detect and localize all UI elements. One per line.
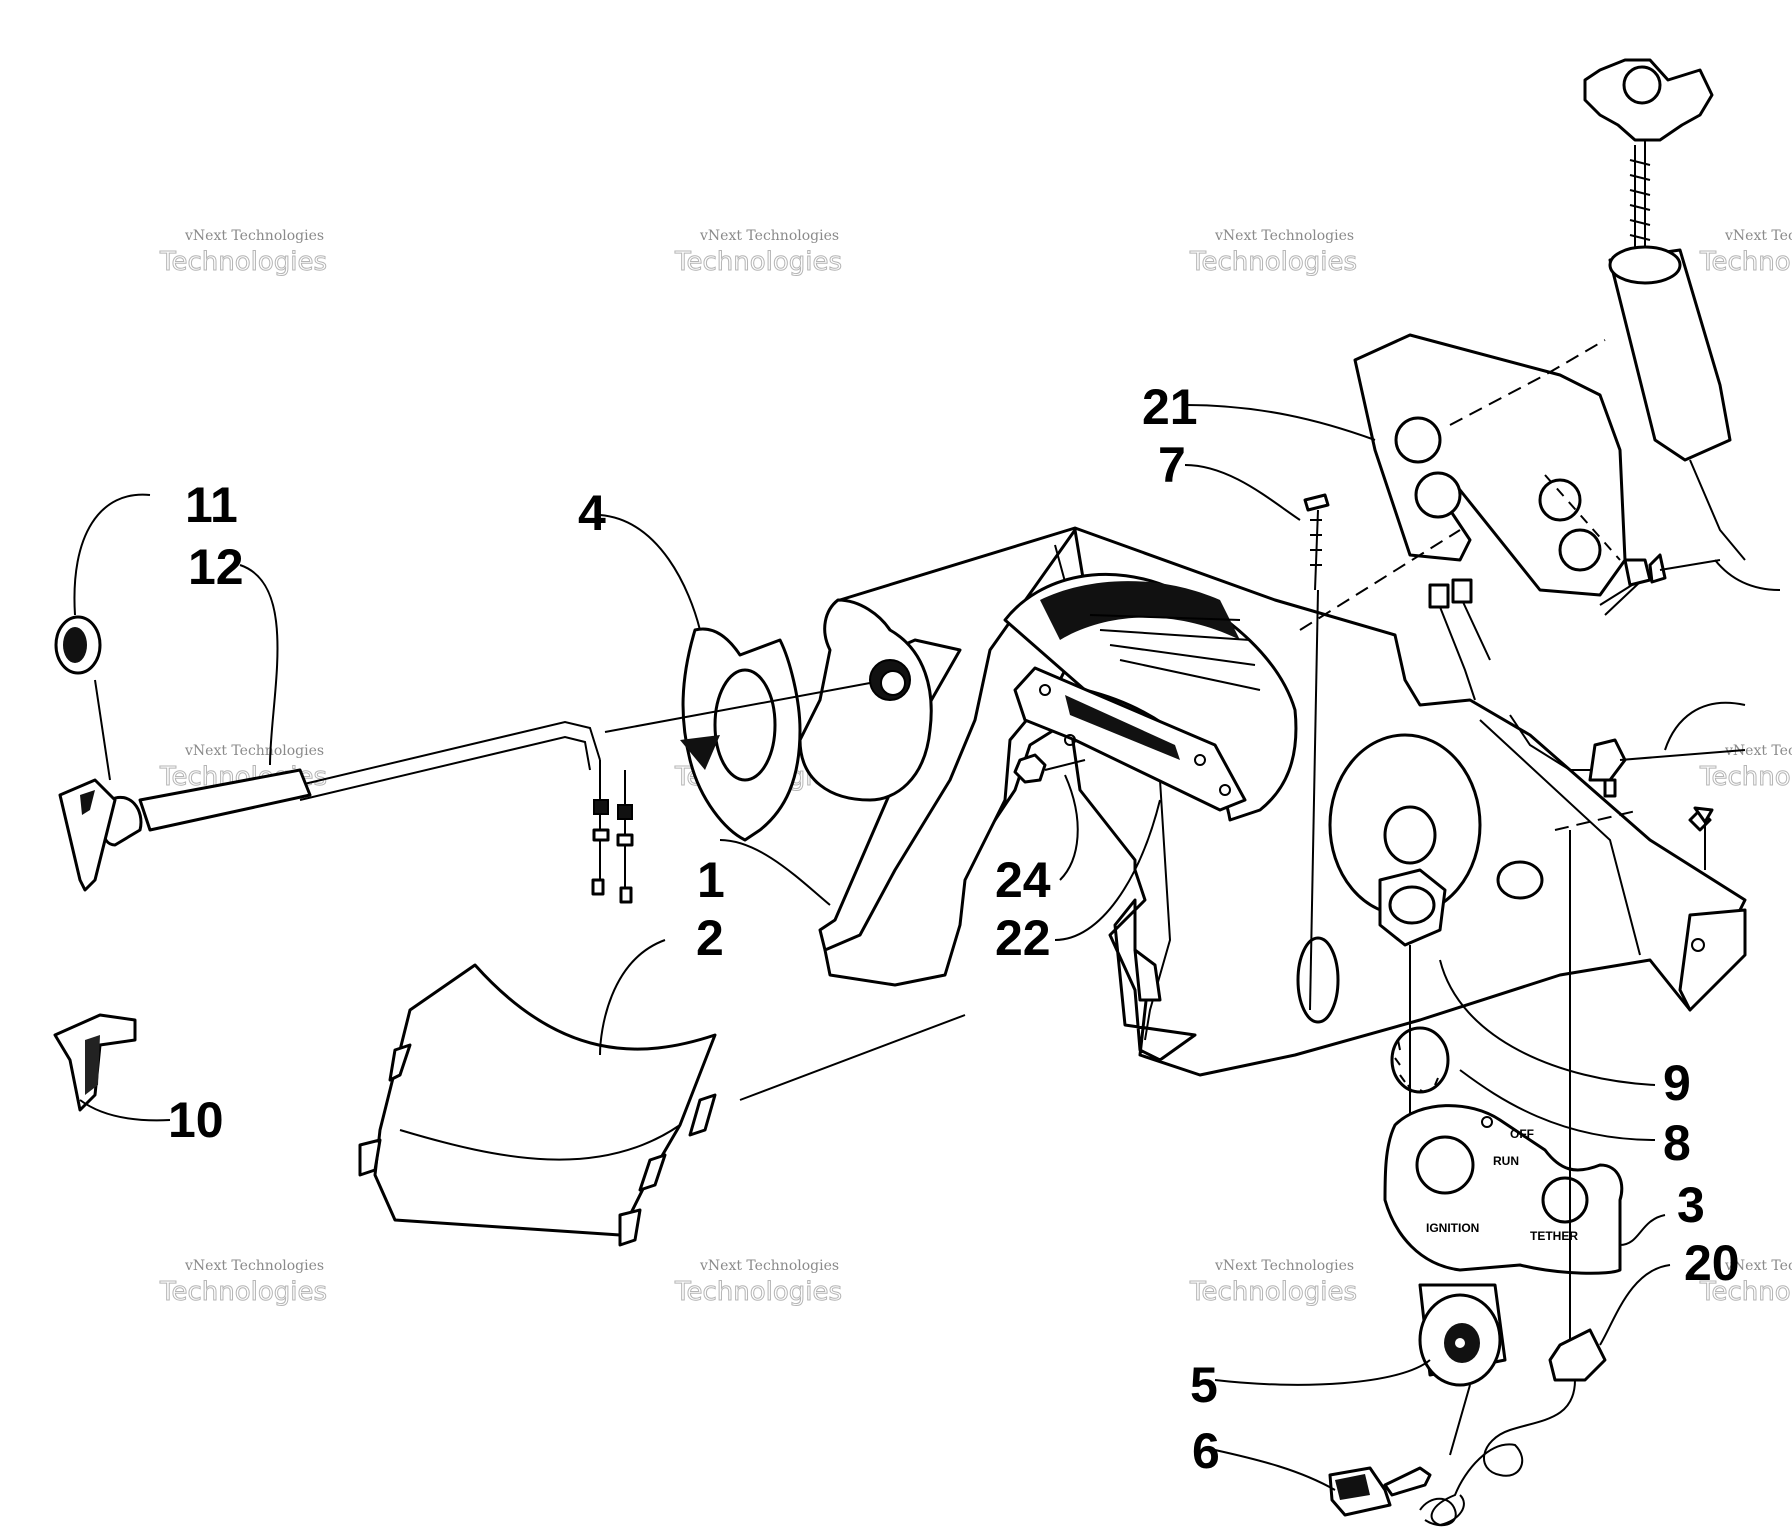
cable-assembly	[54, 615, 871, 904]
steering-damper	[1583, 58, 1746, 561]
callout-21: 21	[1142, 379, 1198, 435]
watermark-text: vNext Technologies	[184, 228, 324, 244]
watermark-text: Technologies	[1699, 247, 1792, 277]
watermark: vNext Technologies Technologies	[1189, 1258, 1358, 1308]
watermark: vNext Technologies Technologies	[159, 1258, 328, 1308]
callout-5: 5	[1190, 1357, 1218, 1413]
console-housing	[798, 526, 1747, 1077]
tether-switch	[1419, 1328, 1607, 1527]
watermark: vNext Technologies Technologies	[674, 1258, 843, 1308]
callout-1: 1	[697, 852, 725, 908]
watermark-text: Technologies	[159, 1277, 327, 1307]
hex-nut	[1013, 753, 1086, 784]
watermark-text: Technologies	[159, 247, 327, 277]
callout-2: 2	[696, 910, 724, 966]
callout-11: 11	[185, 477, 238, 533]
watermark-text: Technologies	[1699, 762, 1792, 792]
callout-12: 12	[188, 539, 244, 595]
small-screw	[1693, 806, 1714, 870]
watermark: vNext Technologies Technologies	[1699, 1258, 1792, 1308]
watermark-text: vNext Technologies	[1214, 228, 1354, 244]
callout-4: 4	[578, 485, 606, 541]
watermark-text: vNext Technologies	[184, 743, 324, 759]
watermark-text: vNext Technologies	[184, 1258, 324, 1274]
watermark: vNext Technologies Technologies	[1699, 743, 1792, 793]
watermark-text: vNext Technologies	[1214, 1258, 1354, 1274]
ignition-key	[1328, 1384, 1471, 1517]
watermark-text: Technologies	[1189, 247, 1357, 277]
watermark-text: vNext Technologies	[699, 1258, 839, 1274]
watermark: vNext Technologies Technologies	[674, 228, 843, 278]
panel-tether-text: TETHER	[1530, 1229, 1578, 1243]
connector-harness	[1428, 553, 1781, 832]
watermark-text: Technologies	[1699, 1277, 1792, 1307]
callout-6: 6	[1192, 1423, 1220, 1479]
ignition-switch	[1418, 1283, 1507, 1387]
mount-bracket	[1353, 333, 1627, 597]
screw	[1303, 493, 1330, 1011]
watermark-text: Technologies	[1189, 1277, 1357, 1307]
nut	[1378, 868, 1447, 947]
lower-cover	[358, 963, 966, 1247]
leader-lines	[73, 404, 1746, 1491]
watermark-text: vNext Technologies	[699, 228, 839, 244]
panel-run-text: RUN	[1493, 1154, 1519, 1168]
callout-3: 3	[1677, 1177, 1705, 1233]
callout-20: 20	[1684, 1235, 1740, 1291]
watermark: vNext Technologies Technologies	[159, 228, 328, 278]
watermark-text: vNext Technologies	[1724, 743, 1792, 759]
callout-9: 9	[1663, 1055, 1691, 1111]
panel-ignition-text: IGNITION	[1426, 1221, 1479, 1235]
watermark: vNext Technologies Technologies	[1699, 228, 1792, 278]
bolt	[1599, 558, 1652, 616]
callout-8: 8	[1663, 1115, 1691, 1171]
ignition-panel: OFF RUN IGNITION TETHER	[1383, 830, 1624, 1340]
alignment-lines	[1299, 339, 1641, 831]
watermark-text: Technologies	[674, 1277, 842, 1307]
callout-10: 10	[168, 1092, 224, 1148]
watermark: vNext Technologies Technologies	[1189, 228, 1358, 278]
watermark-text: vNext Technologies	[1724, 228, 1792, 244]
callout-24: 24	[995, 852, 1051, 908]
watermark-text: vNext Technologies	[1724, 1258, 1792, 1274]
gasket	[680, 627, 802, 842]
callouts: 1 2 3 4 5 6 7 8 9 10 11 12 20 21 22 24	[168, 379, 1740, 1479]
callout-7: 7	[1158, 437, 1186, 493]
clip	[53, 1013, 137, 1112]
callout-22: 22	[995, 910, 1051, 966]
watermark-text: Technologies	[674, 247, 842, 277]
panel-off-text: OFF	[1510, 1127, 1534, 1141]
